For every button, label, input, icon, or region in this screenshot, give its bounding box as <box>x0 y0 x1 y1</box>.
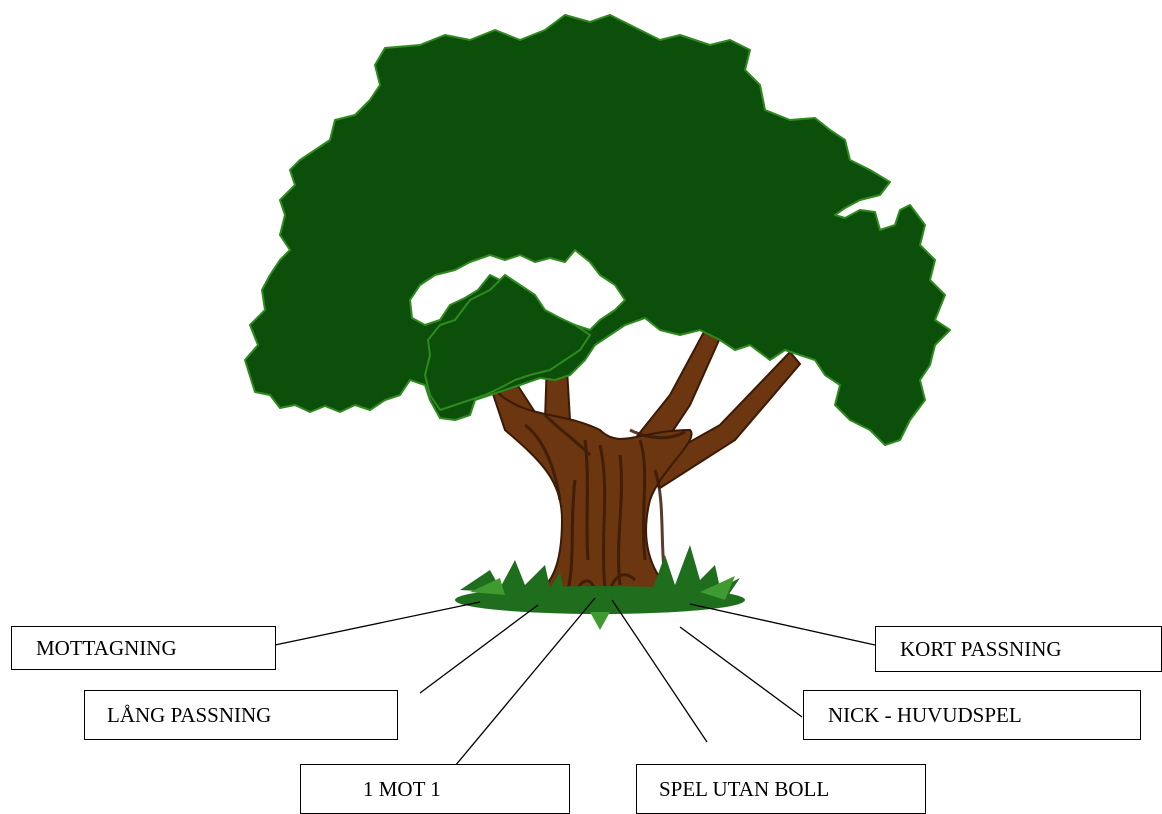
label-lang-passning-text: LÅNG PASSNING <box>107 702 272 727</box>
connector-spel-utan-boll <box>611 599 708 743</box>
grass <box>455 545 745 630</box>
label-kort-passning: KORT PASSNING <box>875 626 1162 672</box>
tree-foliage <box>244 14 951 446</box>
connector-1-mot-1 <box>454 597 596 767</box>
label-mottagning: MOTTAGNING <box>11 626 276 670</box>
connector-kort-passning <box>689 603 876 646</box>
connector-nick-huvudspel <box>679 626 803 718</box>
label-mottagning-text: MOTTAGNING <box>36 635 177 660</box>
connector-mottagning <box>274 601 481 646</box>
connector-lines <box>274 597 876 767</box>
label-kort-passning-text: KORT PASSNING <box>900 636 1062 661</box>
tree-trunk <box>489 384 694 614</box>
label-1-mot-1: 1 MOT 1 <box>300 764 570 814</box>
label-1-mot-1-text: 1 MOT 1 <box>363 776 441 801</box>
connector-lang-passning <box>419 604 539 694</box>
label-nick-huvudspel-text: NICK - HUVUDSPEL <box>828 702 1022 727</box>
label-spel-utan-boll: SPEL UTAN BOLL <box>636 764 926 814</box>
label-spel-utan-boll-text: SPEL UTAN BOLL <box>659 776 830 801</box>
label-lang-passning: LÅNG PASSNING <box>84 690 398 740</box>
label-nick-huvudspel: NICK - HUVUDSPEL <box>803 690 1141 740</box>
